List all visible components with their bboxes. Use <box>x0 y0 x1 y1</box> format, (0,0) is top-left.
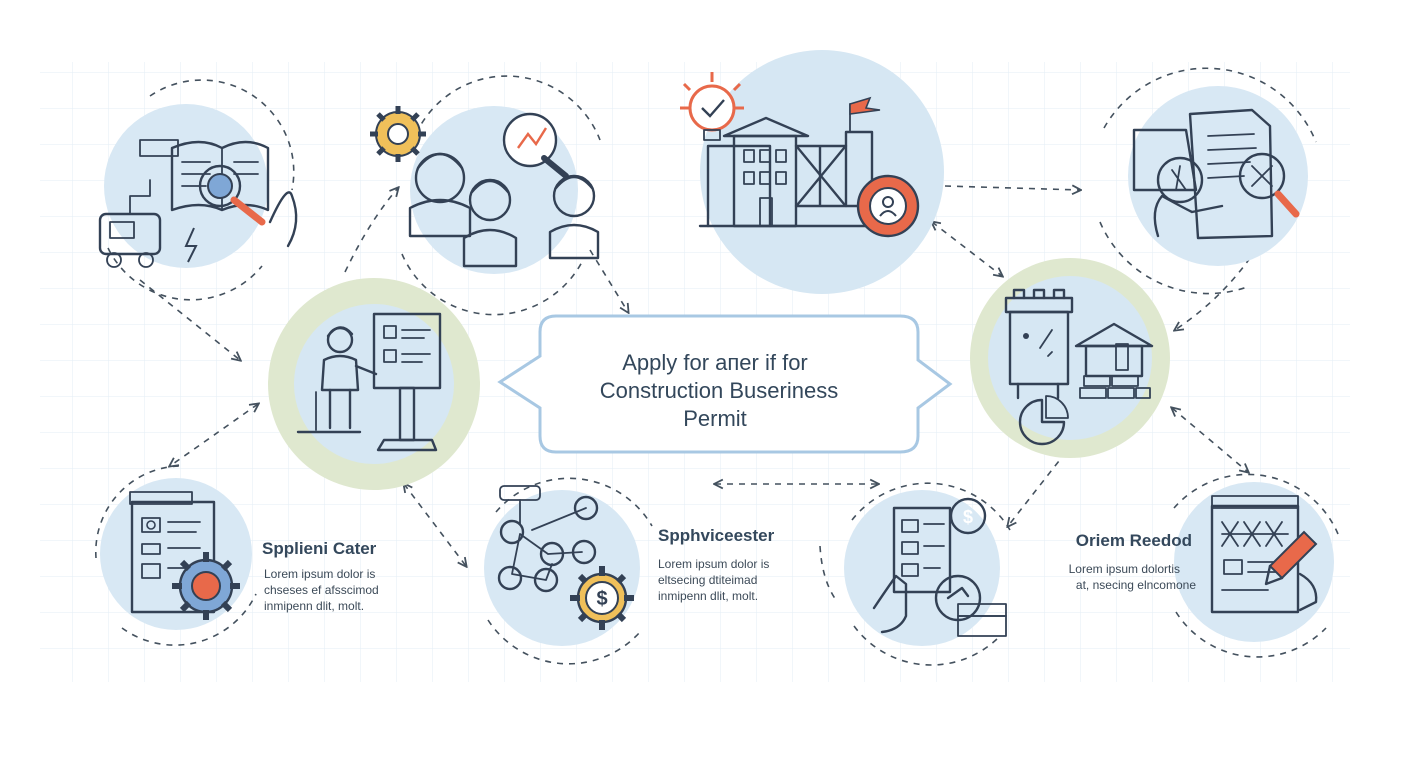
label-title-2: Spphviceester <box>658 526 775 545</box>
connector-arrows <box>139 186 1251 601</box>
label-bottom-right: Oriem Reedod Lorem ipsum dolortis at, ns… <box>1069 531 1197 592</box>
label-body-2-line-2: eltsecing dtiteimad <box>658 573 757 587</box>
label-body-3-line-1: Lorem ipsum dolortis <box>1069 562 1180 576</box>
label-body-1-line-1: Lorem ipsum dolor is <box>264 567 375 581</box>
node-bottom-left <box>94 465 257 646</box>
building-bricks-chart-icon <box>1004 288 1154 446</box>
building-crane-icon <box>680 72 920 238</box>
title-line-1: Applу for aпer if for <box>622 350 808 375</box>
label-body-1-line-2: chseses ef afsscimod <box>264 583 379 597</box>
document-magnifier-icon <box>98 139 298 268</box>
dollar-sign-glyph: $ <box>596 588 607 610</box>
node-top-left <box>98 79 298 301</box>
dollar-coin-glyph: $ <box>963 507 973 527</box>
node-bottom-center: $ <box>484 477 653 665</box>
node-top-right <box>1099 67 1317 295</box>
label-bottom-center: Spphviceester Lorem ipsum dolor is eltse… <box>658 526 775 603</box>
blueprint-pencil-icon <box>1210 495 1318 614</box>
form-gear-icon <box>129 491 240 620</box>
label-body-2-line-1: Lorem ipsum dolor is <box>658 557 769 571</box>
team-gears-icon <box>370 106 600 268</box>
node-left-middle <box>268 278 480 490</box>
node-bottom-right <box>1173 473 1339 658</box>
node-top-center <box>370 75 601 316</box>
hand-document-dollar-icon: $ <box>872 497 1007 637</box>
node-right-middle <box>970 258 1170 458</box>
title-box: Applу for aпer if for Construction Buser… <box>497 314 953 454</box>
title-line-3: Permit <box>683 406 747 431</box>
label-body-3-line-2: at, nsecing elncomone <box>1076 578 1196 592</box>
label-bottom-left: Spplieni Cater Lorem ipsum dolor is chse… <box>262 539 379 613</box>
network-dollar-gear-icon: $ <box>497 485 634 630</box>
node-top-right-center <box>680 50 944 294</box>
label-body-1-line-3: inmipenn dlit, molt. <box>264 599 364 613</box>
label-body-2-line-3: inmipenn dlit, molt. <box>658 589 758 603</box>
label-title-3: Oriem Reedod <box>1076 531 1192 550</box>
document-inspection-icon <box>1132 108 1300 240</box>
title-line-2: Construction Buseriness <box>600 378 838 403</box>
label-title-1: Spplieni Cater <box>262 539 377 558</box>
node-bottom-right-center: $ <box>844 482 1011 666</box>
presenter-board-icon <box>296 312 442 452</box>
